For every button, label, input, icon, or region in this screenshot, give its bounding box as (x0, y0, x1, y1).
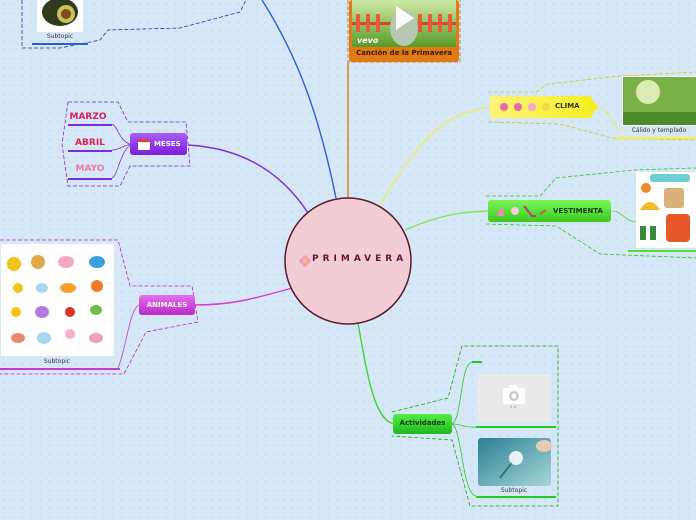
actividades-caption: Subtopic (494, 487, 534, 494)
vestimenta-underline (628, 250, 696, 252)
branch-blue (262, 0, 336, 198)
video-topic-label[interactable]: Canción de la Primavera (349, 49, 459, 57)
branch-clima (380, 107, 490, 205)
top-left-caption: Subtopic (40, 33, 80, 40)
animales-caption: Subtopic (37, 358, 77, 365)
sub-actividades (452, 362, 476, 496)
month-underline-mayo (68, 178, 112, 180)
clima-label[interactable]: CLIMA (555, 102, 580, 110)
month-abril: ABRIL (64, 138, 116, 148)
sub-clima (598, 107, 622, 130)
video-watermark: vevo (357, 36, 378, 45)
branch-actividades (358, 323, 394, 424)
central-title: PRIMAVERA (312, 254, 412, 264)
sub-meses (112, 124, 132, 178)
sub-animales (118, 305, 140, 368)
avocado-underline (32, 43, 88, 45)
branch-meses (188, 145, 308, 213)
sub-vestimenta (612, 211, 636, 222)
month-underline-abril (68, 150, 112, 152)
vestimenta-label[interactable]: VESTIMENTA (553, 207, 603, 215)
dandelion-underline (476, 496, 556, 498)
meses-label[interactable]: MESES (154, 140, 181, 148)
clima-caption: Cálido y templado (622, 127, 696, 134)
month-marzo: MARZO (64, 112, 112, 122)
animales-underline (0, 368, 120, 370)
branch-animales (194, 288, 292, 305)
actividades-label[interactable]: Actividades (393, 419, 452, 427)
calendar-icon (138, 139, 150, 150)
actividades-empty-underline (472, 361, 482, 363)
month-underline-marzo (68, 124, 112, 126)
placeholder-underline (476, 426, 556, 428)
animales-label[interactable]: ANIMALES (139, 301, 195, 309)
branch-vestimenta (405, 211, 488, 230)
clima-underline (616, 137, 696, 139)
month-mayo: MAYO (66, 164, 114, 174)
